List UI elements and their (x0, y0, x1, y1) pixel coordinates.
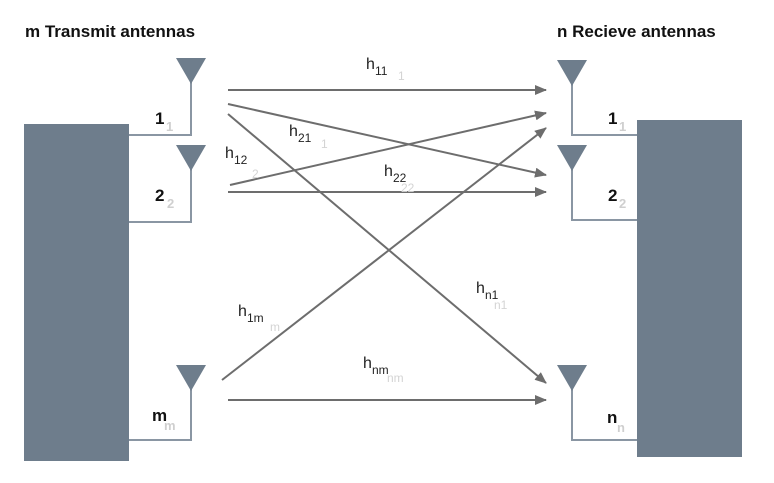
channel-label-h12-base: h (225, 145, 234, 162)
receive-label-1-shadow: 1 (619, 119, 626, 134)
channel-label-hn1-base: h (476, 280, 485, 297)
receive-label-n: n (607, 408, 617, 427)
receive-wire-n (571, 385, 637, 441)
transmit-label-m: m (152, 406, 167, 425)
transmit-antenna-2-icon (176, 145, 206, 171)
channel-label-h1m-sub: 1m (247, 311, 264, 325)
receive-wires (571, 80, 637, 441)
channel-label-hnm-shadow: nm (387, 371, 404, 385)
receive-heading: n Recieve antennas (557, 22, 716, 41)
channel-label-h21-base: h (289, 123, 298, 140)
channel-label-h1m-base: h (238, 303, 247, 320)
channel-label-h11-base: h (366, 56, 375, 73)
receive-antenna-1-icon (557, 60, 587, 86)
receiver-device (637, 120, 742, 457)
channel-arrow-hn1 (227, 113, 547, 384)
channel-label-h12-sub: 12 (234, 153, 248, 167)
channel-label-hnm-sub: nm (372, 363, 389, 377)
channel-label-h22: h 22 22 (384, 163, 415, 195)
transmit-label-2-shadow: 2 (167, 196, 174, 211)
channel-label-h21: h 21 1 (289, 123, 328, 151)
transmit-wire-2 (129, 165, 192, 223)
transmit-label-1: 1 (155, 109, 164, 128)
receive-label-n-shadow: n (617, 420, 625, 435)
channel-label-h11: h 11 1 (366, 56, 405, 83)
transmitter-device (24, 124, 129, 461)
transmit-heading: m Transmit antennas (25, 22, 195, 41)
channel-label-h21-shadow: 1 (321, 137, 328, 151)
transmit-wire-m (129, 385, 192, 441)
transmit-label-2: 2 (155, 186, 164, 205)
channel-label-h22-sub: 22 (393, 171, 407, 185)
channel-label-h21-sub: 21 (298, 131, 312, 145)
receive-wire-2 (571, 165, 637, 221)
transmit-wire-1 (129, 80, 192, 136)
channel-label-hn1-sub: n1 (485, 288, 499, 302)
channel-label-h22-shadow: 22 (401, 181, 415, 195)
channel-label-hnm: h nm nm (363, 355, 404, 385)
channel-label-h12-shadow: 2 (252, 167, 259, 181)
channel-arrow-h12 (229, 110, 547, 186)
channel-label-h1m-shadow: m (270, 320, 280, 334)
transmit-label-1-shadow: 1 (166, 119, 173, 134)
transmit-label-m-shadow: m (164, 418, 176, 433)
transmit-antenna-1-icon (176, 58, 206, 84)
receive-antenna-2-icon (557, 145, 587, 171)
channel-label-hn1: h n1 n1 (476, 280, 508, 312)
receive-antenna-n-icon (557, 365, 587, 391)
channel-arrows (221, 85, 547, 405)
receive-label-2-shadow: 2 (619, 196, 626, 211)
channel-arrow-h1m (221, 127, 547, 381)
channel-label-h11-shadow: 1 (398, 69, 405, 83)
channel-label-h22-base: h (384, 163, 393, 180)
channel-label-hnm-base: h (363, 355, 372, 372)
channel-label-hn1-shadow: n1 (494, 298, 508, 312)
receive-wire-1 (571, 80, 637, 136)
transmit-antenna-m-icon (176, 365, 206, 391)
channel-label-h11-sub: 11 (375, 64, 388, 78)
receive-label-2: 2 (608, 186, 617, 205)
channel-label-h12: h 12 2 (225, 145, 259, 181)
transmit-wires (129, 80, 192, 441)
receive-label-1: 1 (608, 109, 617, 128)
channel-label-h1m: h 1m m (238, 303, 280, 334)
channel-arrow-h21 (227, 103, 547, 178)
